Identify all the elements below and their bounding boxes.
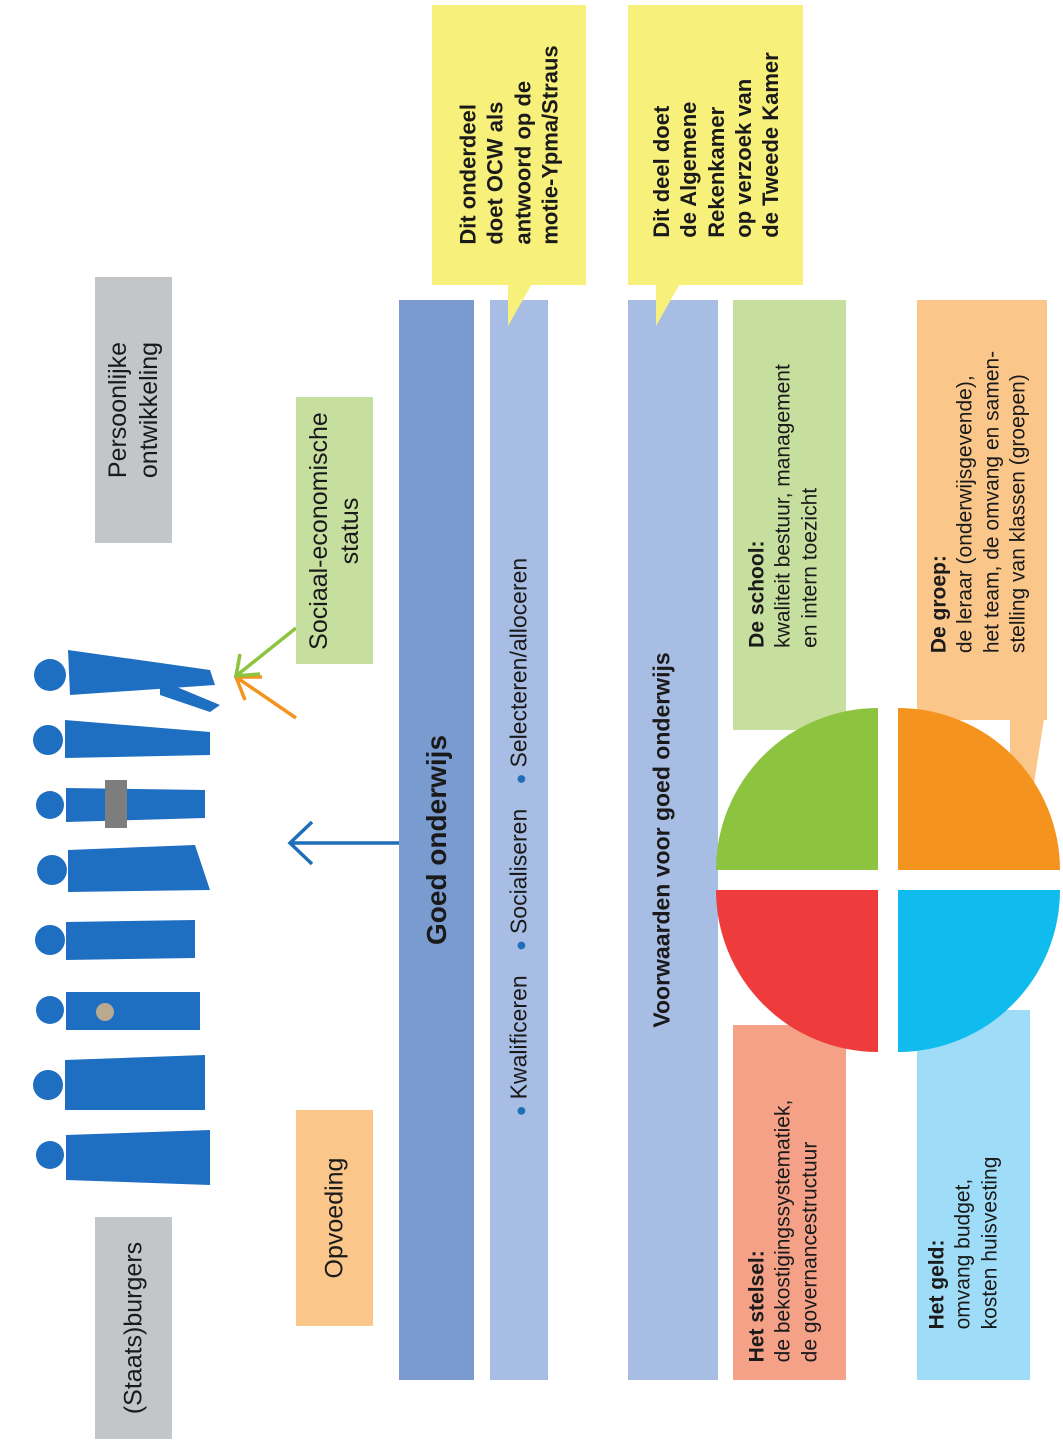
functions-list: ● Kwalificeren ● Socialiseren ● Selecteren/…	[506, 558, 533, 1122]
sociaal-economische-status-box: Sociaal-economische status	[296, 397, 373, 664]
goed-onderwijs-title: Goed onderwijs	[420, 734, 452, 946]
pie-quadrant-school	[716, 708, 878, 870]
goed-onderwijs-bar: Goed onderwijs	[399, 300, 474, 1380]
rekenkamer-note-pointer	[656, 280, 682, 326]
bullet-icon: ●	[510, 940, 531, 951]
people-illustration	[33, 650, 220, 1185]
opvoeding-label: Opvoeding	[319, 1157, 348, 1279]
function-item: Kwalificeren	[505, 975, 532, 1100]
person-icon	[35, 920, 195, 960]
school-box: De school: kwaliteit bestuur, management…	[733, 300, 846, 730]
ocw-note: Dit onderdeel doet OCW als antwoord op d…	[432, 5, 586, 285]
groep-box: De groep: de leraar (onderwijsgevende), …	[917, 300, 1047, 720]
arrow-orange-icon	[233, 675, 297, 720]
pie-quadrant-groep	[898, 708, 1060, 870]
function-item: Socialiseren	[505, 808, 532, 935]
functions-bar: ● Kwalificeren ● Socialiseren ● Selecteren/…	[490, 300, 548, 1380]
opvoeding-box: Opvoeding	[296, 1110, 373, 1326]
bullet-icon: ●	[510, 773, 531, 785]
rekenkamer-note: Dit deel doet de Algemene Rekenkamer op …	[628, 5, 803, 285]
person-icon	[37, 845, 210, 892]
sociaal-economische-status-label: Sociaal-economische status	[304, 411, 364, 650]
voorwaarden-title: Voorwaarden voor goed onderwijs	[648, 652, 675, 1028]
pie-quadrant-stelsel	[716, 890, 878, 1052]
function-item: Selecteren/alloceren	[505, 557, 532, 768]
person-icon	[33, 720, 210, 758]
pie-quadrant-geld	[898, 890, 1060, 1052]
arrow-up-blue-icon	[287, 820, 400, 866]
person-icon	[36, 780, 205, 828]
bullet-icon: ●	[510, 1105, 531, 1117]
person-icon	[36, 992, 200, 1030]
conditions-pie	[716, 708, 1060, 1052]
arrow-green-icon	[233, 626, 298, 678]
persoonlijke-ontwikkeling-box: Persoonlijke ontwikkeling	[95, 277, 172, 543]
person-icon	[33, 1055, 205, 1110]
stelsel-box: Het stelsel: de bekostigingssystematiek,…	[733, 1025, 846, 1380]
voorwaarden-bar: Voorwaarden voor goed onderwijs	[628, 300, 718, 1380]
ocw-note-pointer	[508, 280, 534, 326]
geld-box: Het geld: omvang budget, kosten huisvest…	[917, 1010, 1030, 1380]
person-icon	[36, 1130, 210, 1185]
staatsburgers-box: (Staats)burgers	[95, 1217, 172, 1439]
person-icon	[34, 650, 220, 712]
